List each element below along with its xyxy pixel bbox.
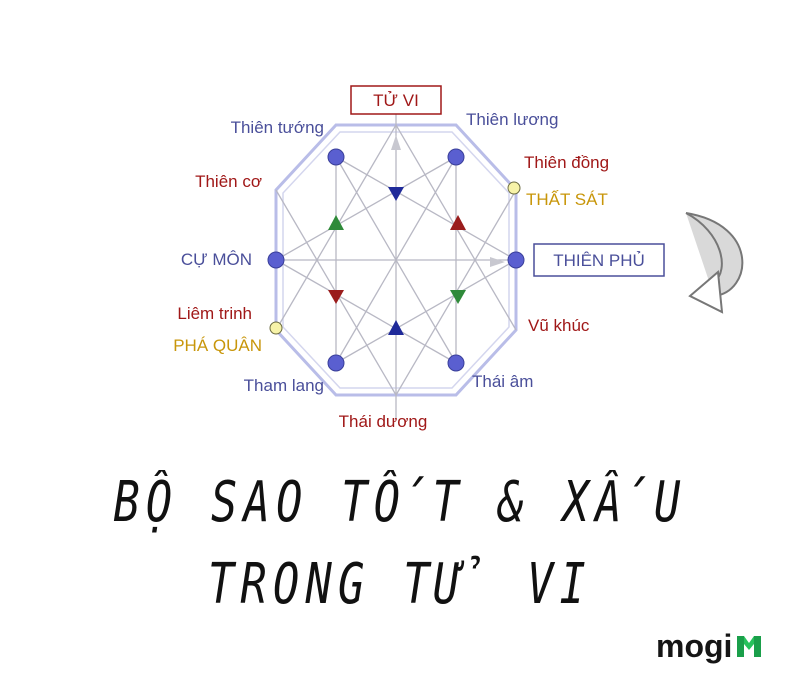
label-pha-quan: PHÁ QUÂN [173,336,262,355]
label-thien-luong: Thiên lương [466,110,558,129]
thien-phu-label: THIÊN PHỦ [553,251,645,270]
headline-line-1: BỘ SAO TỐT & XẤU [113,470,687,535]
label-liem-trinh: Liêm trinh [177,304,252,323]
label-thien-tuong: Thiên tướng [231,118,324,137]
label-thai-duong: Thái dương [339,412,428,431]
triangle-blue-bottom [388,320,404,335]
octagon-inner-frame [282,131,510,389]
label-tham-lang: Tham lang [244,376,324,395]
thien-phu-box [533,243,665,277]
tu-vi-label: TỬ VI [373,91,419,110]
label-thai-am: Thái âm [472,372,533,391]
node-thai-am [447,354,465,372]
mogi-logo: mogi [656,628,762,665]
mogi-m-icon [736,628,762,665]
octagon-frame [274,123,518,397]
triangle-green-topleft [328,215,344,230]
node-thien-phu [507,251,525,269]
brand-name: mogi [656,628,733,664]
triangle-red-bottomleft [328,290,344,304]
headline-line-2: TRONG TỬ VI [207,552,593,617]
pointer-arrows [391,135,505,267]
node-that-sat [507,181,521,195]
node-pha-quan [269,321,283,335]
node-thien-tuong [327,148,345,166]
tu-vi-box [350,85,442,115]
label-thien-dong: Thiên đồng [524,153,609,172]
label-vu-khuc: Vũ khúc [528,316,590,335]
label-that-sat: THẤT SÁT [526,190,608,209]
nodes [267,148,525,372]
curved-arrow-icon [685,212,744,314]
star-diagram: TỬ VI THIÊN PHỦ Thiên tướng Thiên lương … [173,85,744,431]
triangle-green-bottomright [450,290,466,304]
node-thien-luong [447,148,465,166]
triangle-blue-top [388,187,404,201]
node-cu-mon [267,251,285,269]
triangle-red-topright [450,215,466,230]
label-thien-co: Thiên cơ [195,172,262,191]
label-cu-mon: CỰ MÔN [181,250,252,269]
node-tham-lang [327,354,345,372]
